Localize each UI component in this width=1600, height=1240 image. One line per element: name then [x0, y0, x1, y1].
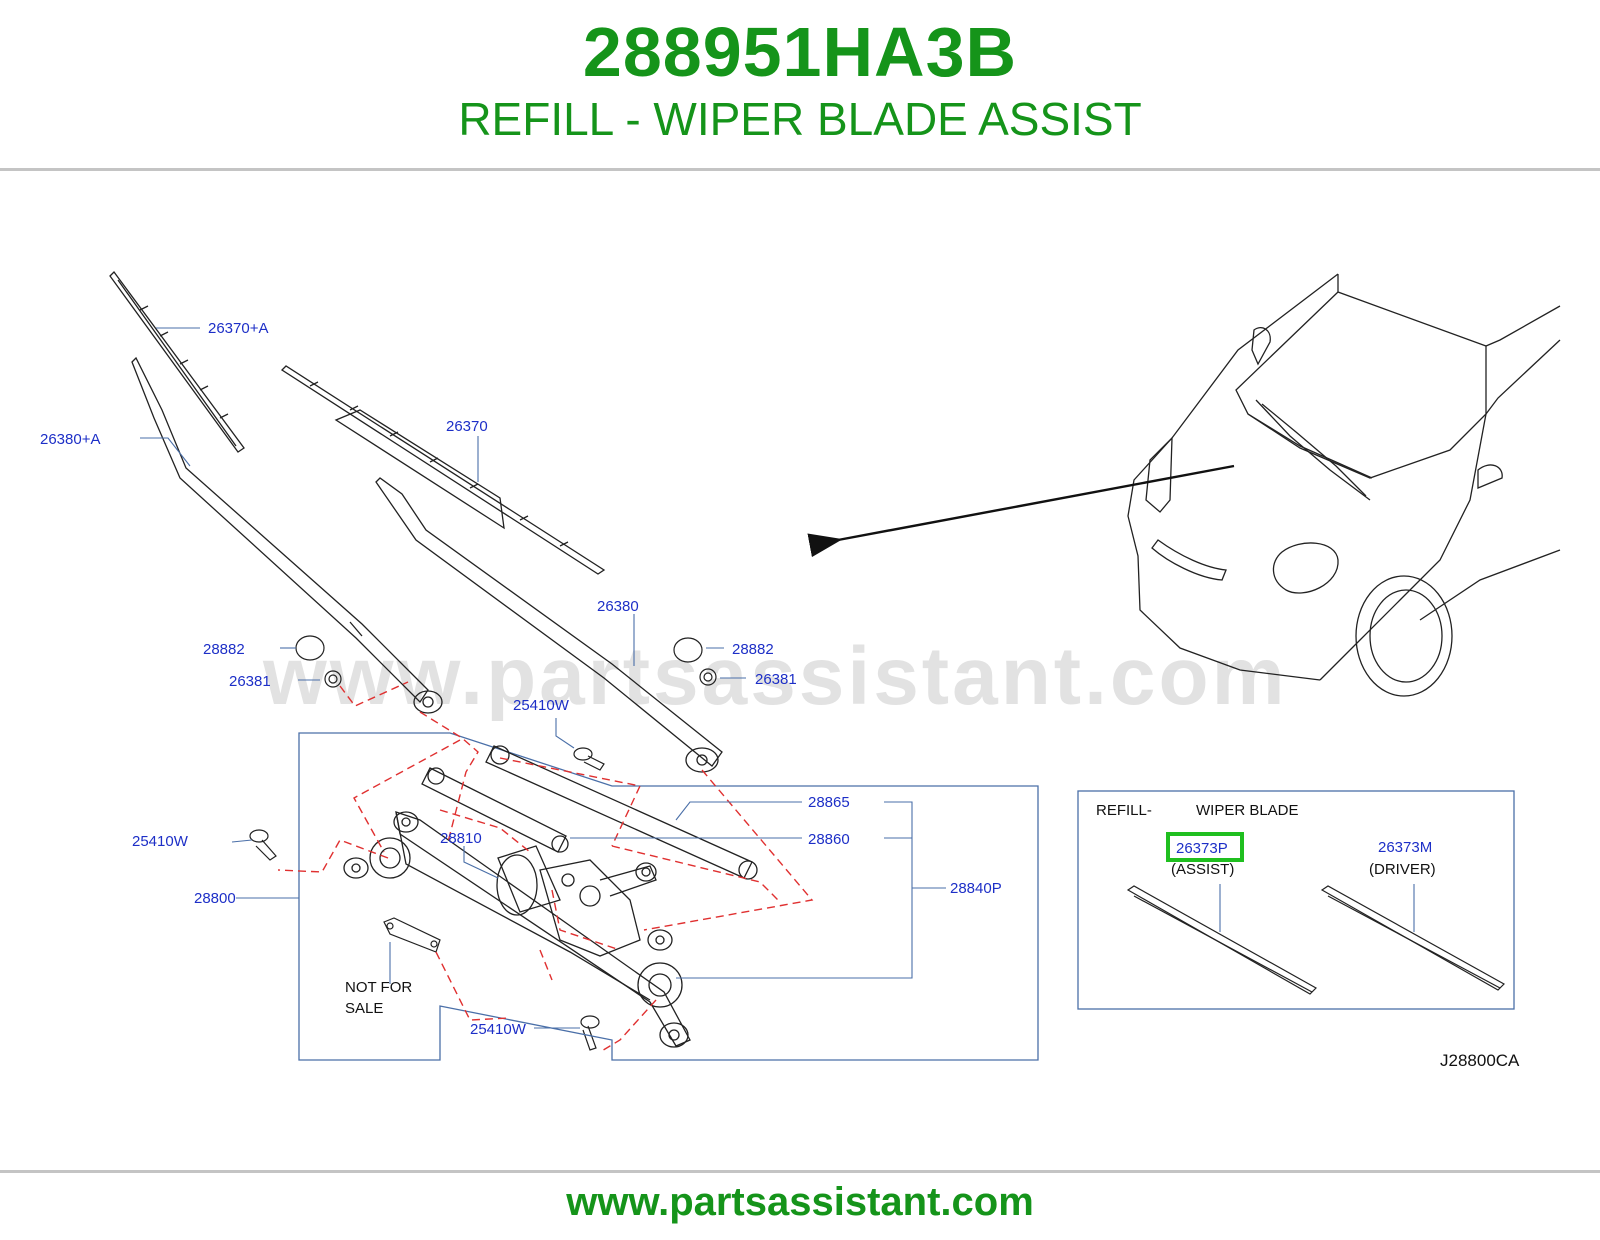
- wiper-arm-assist[interactable]: [131, 356, 443, 714]
- callout-25410w-bottom[interactable]: 25410W: [470, 1021, 527, 1038]
- header-divider: [0, 168, 1600, 171]
- callout-26370[interactable]: 26370: [446, 418, 488, 435]
- inset-driver-label: (DRIVER): [1369, 861, 1436, 878]
- linkage-box-outline: [298, 732, 1039, 1061]
- linkage-frame-28800[interactable]: [343, 811, 691, 1048]
- nut-26381-right[interactable]: [699, 668, 717, 686]
- callout-26381-left[interactable]: 26381: [229, 673, 271, 690]
- callout-28810[interactable]: 28810: [440, 830, 482, 847]
- nut-26381-left[interactable]: [324, 670, 342, 688]
- wiper-motor-28810[interactable]: [496, 845, 657, 957]
- wiper-blade-driver[interactable]: [280, 365, 606, 575]
- inset-assist-pn[interactable]: 26373P: [1176, 840, 1228, 857]
- callout-26380[interactable]: 26380: [597, 598, 639, 615]
- footer-url[interactable]: www.partsassistant.com: [566, 1180, 1034, 1224]
- inset-driver-pn[interactable]: 26373M: [1378, 839, 1432, 856]
- not-for-sale-line2: SALE: [345, 1000, 383, 1017]
- callout-26380a[interactable]: 26380+A: [40, 431, 100, 448]
- callout-25410w-left[interactable]: 25410W: [132, 833, 189, 850]
- diagram-code: J28800CA: [1440, 1051, 1520, 1070]
- bolt-25410w-top[interactable]: [573, 747, 605, 771]
- inset-title-left: REFILL-: [1096, 802, 1152, 819]
- link-rod-28860[interactable]: [421, 767, 569, 853]
- assist-highlight-box: [1166, 832, 1244, 862]
- callout-28860[interactable]: 28860: [808, 831, 850, 848]
- callout-28882-left[interactable]: 28882: [203, 641, 245, 658]
- not-for-sale-line1: NOT FOR: [345, 979, 412, 996]
- callout-28865[interactable]: 28865: [808, 794, 850, 811]
- part-number-title: 288951HA3B: [582, 13, 1018, 91]
- callout-28882-right[interactable]: 28882: [732, 641, 774, 658]
- bracket-not-for-sale: [383, 917, 441, 953]
- inset-assist-label: (ASSIST): [1171, 861, 1234, 878]
- bolt-25410w-bottom[interactable]: [580, 1015, 600, 1051]
- assembly-dashed-lines: [277, 681, 814, 1053]
- leader-lines: [140, 327, 946, 1029]
- wiper-blade-assist[interactable]: [109, 271, 245, 453]
- refill-driver-strip[interactable]: [1320, 885, 1505, 991]
- bolt-25410w-left[interactable]: [249, 829, 277, 861]
- callout-26370a[interactable]: 26370+A: [208, 320, 268, 337]
- refill-inset-box: REFILL- WIPER BLADE 26373P (ASSIST) 2637…: [1077, 790, 1515, 1010]
- part-name-subtitle: REFILL - WIPER BLADE ASSIST: [458, 93, 1142, 145]
- callout-26381-right[interactable]: 26381: [755, 671, 797, 688]
- cap-28882-left[interactable]: [295, 635, 325, 661]
- vehicle-illustration: [1127, 273, 1561, 697]
- refill-assist-strip[interactable]: [1126, 885, 1317, 995]
- callout-25410w-top[interactable]: 25410W: [513, 697, 570, 714]
- callout-28800[interactable]: 28800: [194, 890, 236, 907]
- footer-divider: [0, 1170, 1600, 1173]
- cap-28882-right[interactable]: [673, 637, 703, 663]
- wiper-arm-driver[interactable]: [375, 477, 723, 773]
- inset-title-right: WIPER BLADE: [1196, 802, 1299, 819]
- callout-28840p[interactable]: 28840P: [950, 880, 1002, 897]
- reference-arrow: [807, 464, 1235, 558]
